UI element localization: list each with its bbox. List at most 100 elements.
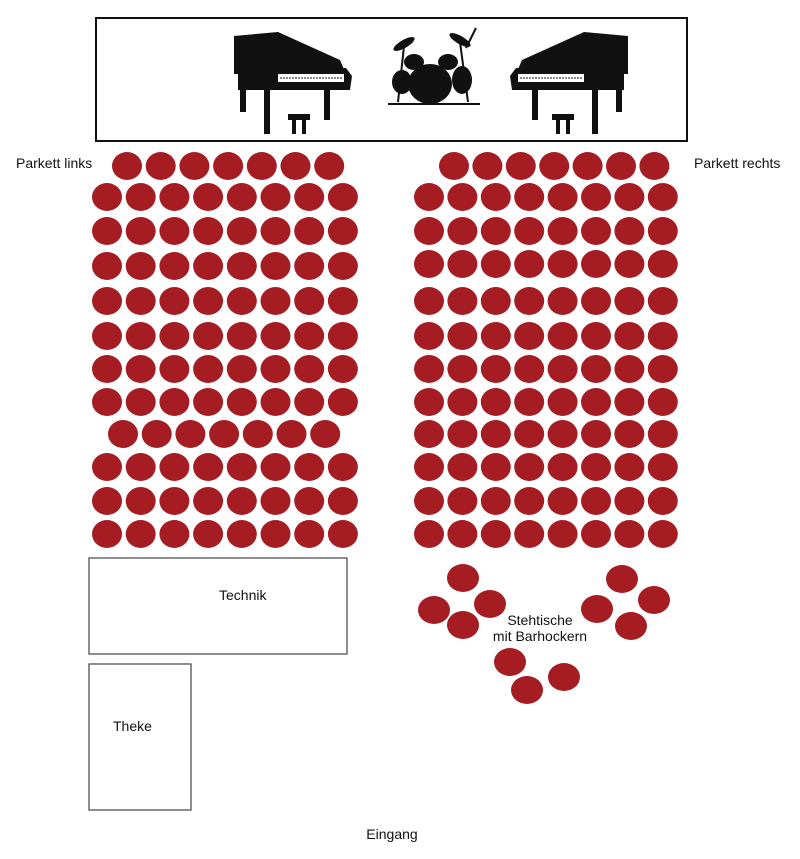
seat [472, 152, 503, 180]
seat [614, 388, 645, 416]
seat [213, 152, 244, 180]
seat [447, 388, 478, 416]
seat [614, 183, 645, 211]
seat [581, 420, 611, 448]
seat [414, 183, 444, 211]
seat [547, 322, 578, 350]
seat [447, 322, 478, 350]
seat [112, 152, 142, 180]
seat [92, 520, 122, 548]
bar-stool [447, 611, 479, 639]
section-label-parkett-links: Parkett links [16, 155, 92, 171]
technik-area: Technik [88, 557, 348, 655]
seat [125, 355, 156, 383]
seat [159, 183, 190, 211]
seat [647, 287, 678, 315]
seat [125, 252, 156, 280]
seat [327, 453, 358, 481]
seat [581, 355, 611, 383]
seat [647, 355, 678, 383]
seat [614, 487, 645, 515]
seat [514, 183, 545, 211]
seat [514, 487, 545, 515]
seat [480, 217, 511, 245]
seat [647, 183, 678, 211]
seat [414, 217, 444, 245]
seat [614, 322, 645, 350]
seat [193, 487, 224, 515]
seat [414, 322, 444, 350]
seat [447, 355, 478, 383]
seat [226, 287, 257, 315]
seat [193, 322, 224, 350]
seat [581, 287, 611, 315]
bar-stool [447, 564, 479, 592]
stage [95, 17, 688, 142]
seat [514, 520, 545, 548]
seat [514, 217, 545, 245]
seat [480, 388, 511, 416]
seat [581, 217, 611, 245]
seat [226, 520, 257, 548]
seat [514, 453, 545, 481]
seat [414, 355, 444, 383]
seat [92, 287, 122, 315]
seat [547, 355, 578, 383]
seat [327, 287, 358, 315]
grand-piano-icon [234, 32, 352, 134]
seat [414, 520, 444, 548]
seat [614, 250, 645, 278]
seat [447, 520, 478, 548]
seat [226, 487, 257, 515]
seat-block-parkett-links [92, 152, 358, 548]
seat [260, 252, 291, 280]
seat [226, 453, 257, 481]
seat [260, 355, 291, 383]
seat [547, 287, 578, 315]
seat [647, 520, 678, 548]
seat [480, 453, 511, 481]
seat [647, 322, 678, 350]
seat [141, 420, 172, 448]
seat [514, 322, 545, 350]
seat [480, 183, 511, 211]
seat [539, 152, 570, 180]
seat [547, 520, 578, 548]
seat [294, 487, 325, 515]
seat [480, 287, 511, 315]
stehtische-group [418, 564, 670, 704]
seat [547, 388, 578, 416]
seat [327, 520, 358, 548]
bar-stool [638, 586, 670, 614]
seat [647, 420, 678, 448]
theke-box [88, 663, 192, 811]
seat [414, 487, 444, 515]
seat [159, 388, 190, 416]
seat [108, 420, 138, 448]
seat [125, 287, 156, 315]
seat [294, 183, 325, 211]
seat [647, 388, 678, 416]
seat [327, 322, 358, 350]
seat [547, 250, 578, 278]
seat [159, 287, 190, 315]
seat [606, 152, 636, 180]
seat [193, 520, 224, 548]
seat [447, 453, 478, 481]
seat [294, 520, 325, 548]
bar-stool [494, 648, 526, 676]
seat [125, 388, 156, 416]
seat [447, 487, 478, 515]
seat [159, 252, 190, 280]
seat [327, 487, 358, 515]
seat [327, 183, 358, 211]
seat [226, 252, 257, 280]
seat [179, 152, 210, 180]
seat [480, 355, 511, 383]
seat [193, 183, 224, 211]
seat [447, 217, 478, 245]
seat [242, 420, 273, 448]
seat [226, 217, 257, 245]
seat [647, 217, 678, 245]
seat [647, 487, 678, 515]
